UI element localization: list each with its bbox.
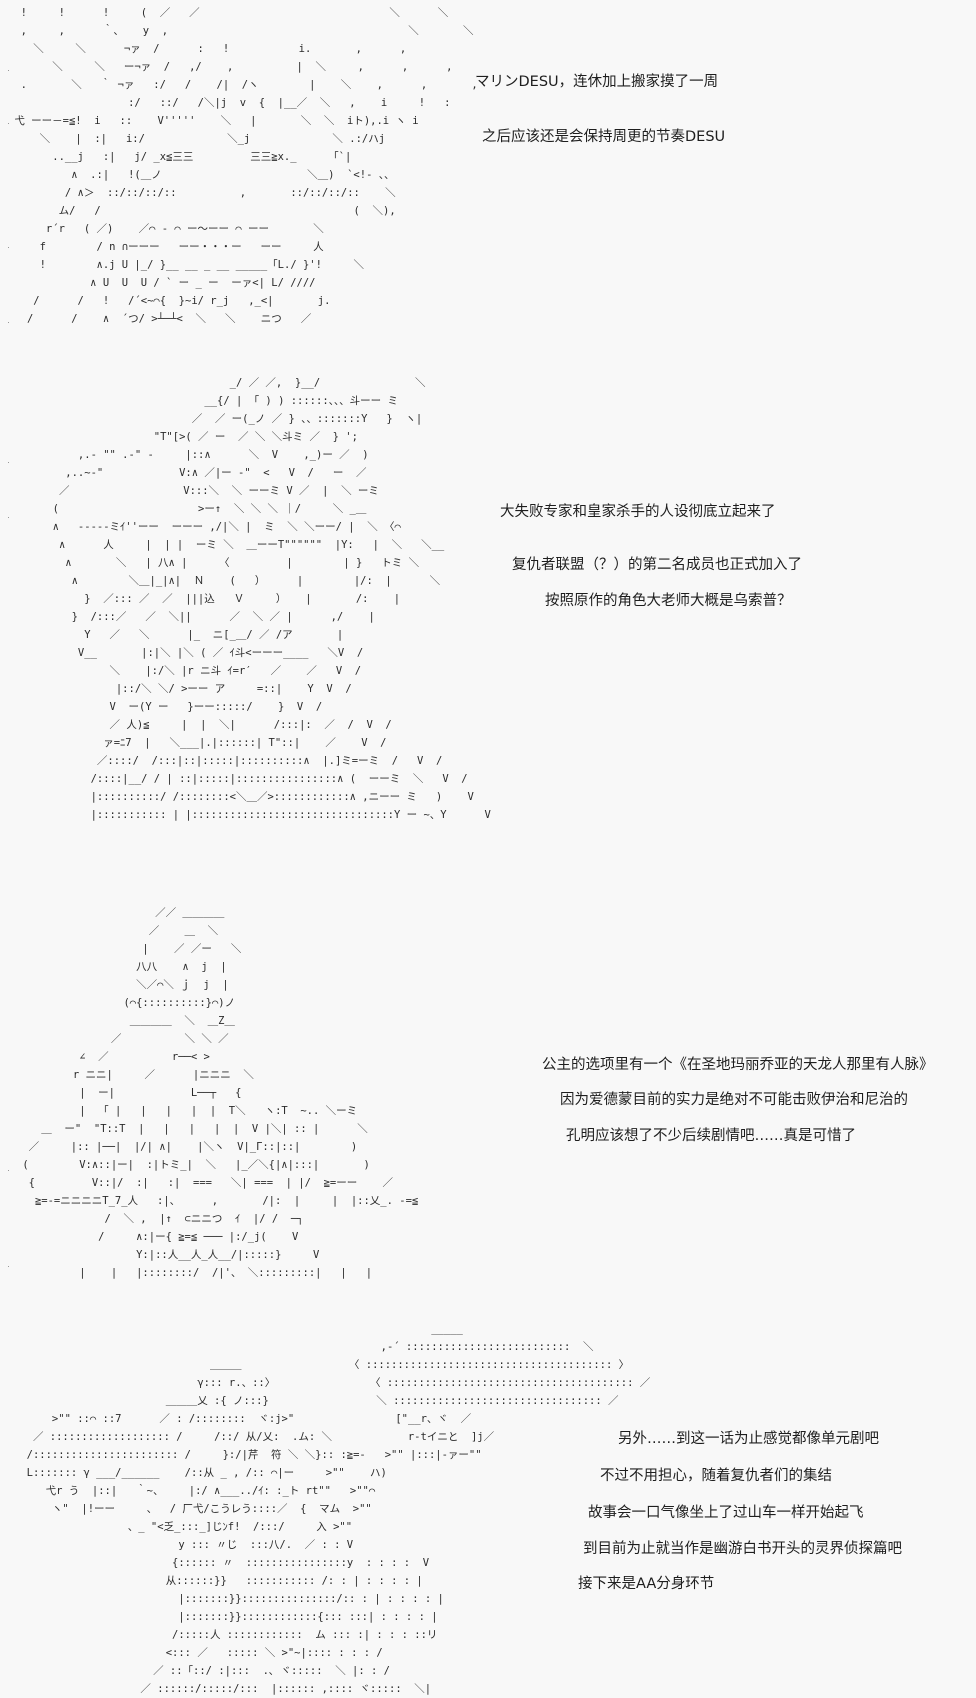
caption-1-1: マリンDESU，连休加上搬家摸了一周: [475, 74, 719, 90]
ascii-art-character-1: ! ! ! ( ／ ／ ＼ ＼ , , ｀、 y , ＼ ＼ ＼ ＼ ¬ァ / …: [14, 7, 478, 325]
caption-2-3: 按照原作的角色大老师大概是乌索普？: [545, 593, 792, 609]
caption-1-2: 之后应该还是会保持周更的节奏DESU: [482, 129, 726, 145]
ascii-art-character-4: _____ ,-´ :::::::::::::::::::::::::: ＼ ＿…: [26, 1323, 651, 1695]
caption-3-2: 因为爱德蒙目前的实力是绝对不可能击败伊治和尼治的: [560, 1092, 908, 1108]
ascii-art-character-3: ／／ ＿＿＿＿ ／ ＿ ＼ | ／ ／ー ＼ 八八 ∧ j | ＼／⌒＼ ｊ j…: [22, 907, 419, 1279]
caption-2-2: 复仇者联盟（？）的第二名成员也正式加入了: [512, 557, 802, 573]
caption-2-1: 大失败专家和皇家杀手的人设彻底立起来了: [500, 504, 776, 520]
ascii-art-character-2: _/ ／ ／, }__/ ＼ __{/ | 「 ) ) ::::::、、、斗ーー…: [52, 377, 491, 821]
caption-4-1: 另外……到这一话为止感觉都像单元剧吧: [618, 1431, 879, 1447]
caption-4-3: 故事会一口气像坐上了过山车一样开始起飞: [588, 1505, 864, 1521]
caption-3-1: 公主的选项里有一个《在圣地玛丽乔亚的天龙人那里有人脉》: [542, 1057, 934, 1073]
caption-4-5: 接下来是AA分身环节: [578, 1576, 715, 1592]
caption-3-3: 孔明应该想了不少后续剧情吧……真是可惜了: [566, 1128, 856, 1144]
caption-4-2: 不过不用担心，随着复仇者们的集结: [600, 1468, 832, 1484]
caption-4-4: 到目前为止就当作是幽游白书开头的灵界侦探篇吧: [583, 1541, 902, 1557]
